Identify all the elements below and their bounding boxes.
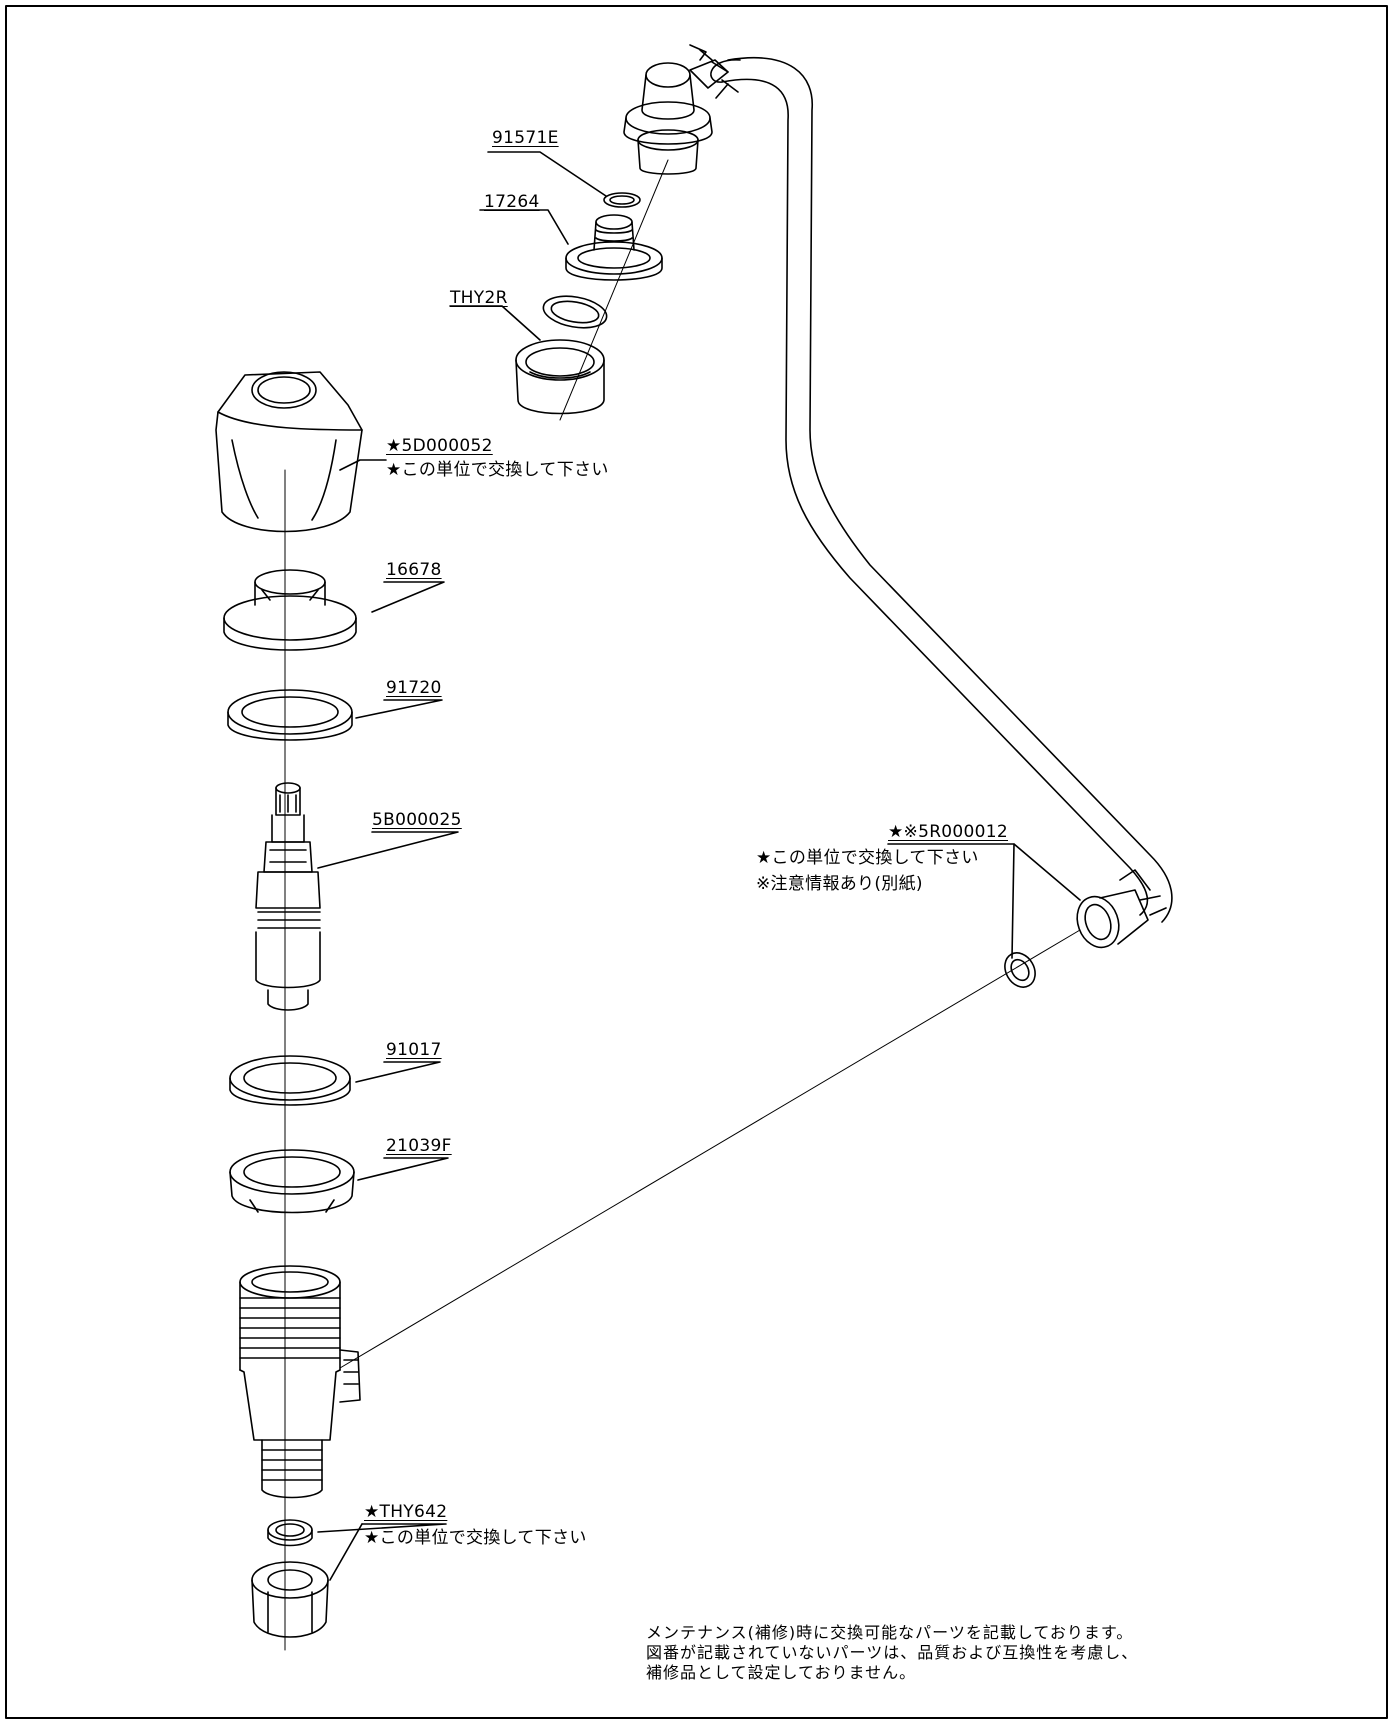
- label-thy642: ★THY642: [364, 1502, 448, 1522]
- label-91720: 91720: [386, 678, 442, 698]
- leader-thy2r: [449, 305, 541, 341]
- leader-91017: [355, 1061, 441, 1083]
- label-17264: 17264: [484, 192, 540, 212]
- centerline-connection: [339, 929, 1081, 1369]
- label-91017: 91017: [386, 1040, 442, 1060]
- handle-5d000052: [215, 371, 363, 533]
- label-5b000025: 5B000025: [372, 810, 462, 830]
- leader-17264: [479, 209, 569, 245]
- leader-16678: [371, 581, 445, 613]
- nut-thy2r: [515, 339, 605, 415]
- escutcheon-16678: [223, 569, 357, 651]
- label-91571e: 91571E: [492, 128, 559, 148]
- washer-91720: [227, 689, 353, 741]
- washer-91017: [229, 1055, 351, 1106]
- label-thy2r: THY2R: [450, 288, 508, 308]
- label-16678: 16678: [386, 560, 442, 580]
- valve-body: [239, 1265, 361, 1499]
- gasket-thy2r: [542, 295, 608, 329]
- leader-thy642-a: [317, 1523, 447, 1533]
- leader-21039f: [357, 1157, 449, 1181]
- leader-91720: [355, 699, 443, 719]
- label-5d000052: ★5D000052: [386, 436, 493, 456]
- footnote-line-2: 図番が記載されていないパーツは、品質および互換性を考慮し、: [646, 1643, 1139, 1662]
- fitting-17264: [565, 214, 663, 281]
- washer-thy642: [267, 1519, 313, 1547]
- leader-thy642-b: [329, 1523, 363, 1581]
- nut-thy642: [251, 1561, 329, 1638]
- leader-91571e: [487, 151, 607, 197]
- footnote-line-1: メンテナンス(補修)時に交換可能なパーツを記載しております。: [646, 1623, 1134, 1642]
- label-5r000012: ★※5R000012: [888, 822, 1009, 842]
- washer-91571e: [603, 192, 641, 208]
- leader-5r000012-washer: [1011, 843, 1015, 959]
- note-5r000012-1: ★この単位で交換して下さい: [756, 848, 979, 868]
- leader-5b000025: [317, 831, 459, 869]
- note-5r000012-2: ※注意情報あり(別紙): [756, 874, 923, 894]
- note-5d000052: ★この単位で交換して下さい: [386, 460, 609, 480]
- nut-21039f: [229, 1149, 355, 1214]
- note-thy642: ★この単位で交換して下さい: [364, 1528, 587, 1548]
- cartridge-5b000025: [255, 782, 321, 1011]
- flex-pipe: [710, 57, 1173, 923]
- label-21039f: 21039F: [386, 1136, 452, 1156]
- drawing-border: [5, 5, 1388, 1719]
- footnote: メンテナンス(補修)時に交換可能なパーツを記載しております。 図番が記載されてい…: [646, 1623, 1138, 1683]
- footnote-line-3: 補修品として設定しておりません。: [646, 1663, 917, 1682]
- top-elbow-valve: [623, 44, 739, 175]
- washer-5r000012: [1004, 952, 1036, 988]
- centerline-top: [559, 159, 669, 421]
- fitting-5r000012: [1076, 869, 1167, 949]
- leader-5d000052: [339, 459, 387, 471]
